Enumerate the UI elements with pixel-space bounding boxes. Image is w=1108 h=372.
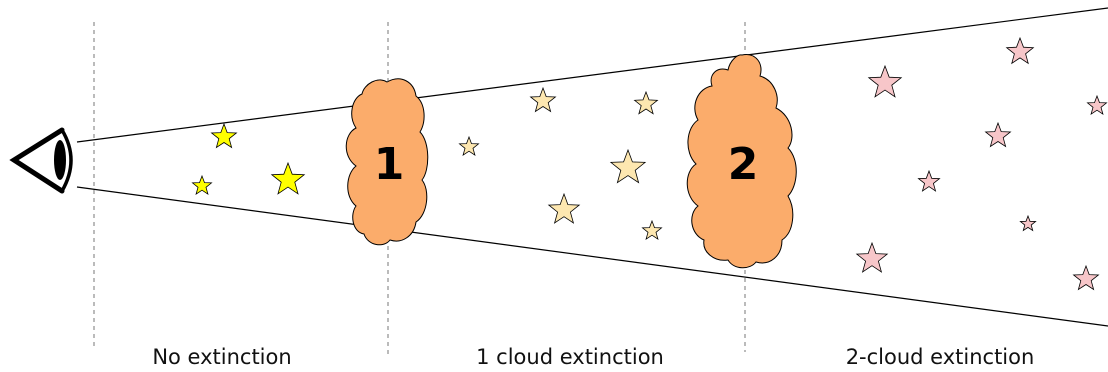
star-icon-unreddened-1 [210, 122, 238, 149]
cloud-2-shape [686, 54, 797, 269]
sightline-upper [76, 7, 1108, 143]
star-icon-two-cloud-16 [855, 241, 889, 273]
star-icon-two-cloud-17 [1072, 264, 1100, 291]
cloud-1-label: 1 [374, 139, 405, 190]
star-icon-unreddened-3 [270, 161, 306, 195]
star-icon-two-cloud-15 [1019, 214, 1037, 232]
eye-icon [9, 127, 73, 194]
star-icon-two-cloud-14 [917, 169, 941, 192]
star-icon-two-cloud-11 [1005, 36, 1035, 65]
star-icon-one-cloud-5 [458, 135, 480, 157]
star-icon-one-cloud-8 [547, 192, 581, 224]
cloud-1-shape [345, 78, 429, 246]
star-icon-one-cloud-9 [641, 219, 663, 241]
label-two-cloud-extinction: 2-cloud extinction [846, 345, 1035, 369]
star-icon-two-cloud-10 [867, 64, 903, 98]
star-icon-two-cloud-13 [1086, 94, 1108, 116]
star-icon-unreddened-2 [191, 174, 213, 196]
star-icon-two-cloud-12 [984, 121, 1012, 148]
star-icon-one-cloud-6 [633, 90, 659, 115]
sightline-lower [76, 186, 1108, 327]
cloud-2-label: 2 [728, 139, 759, 190]
cloud-1: 1 [345, 78, 429, 246]
label-no-extinction: No extinction [152, 345, 291, 369]
star-icon-one-cloud-7 [609, 148, 647, 184]
label-one-cloud-extinction: 1 cloud extinction [476, 345, 664, 369]
cloud-2: 2 [686, 54, 797, 269]
star-icon-one-cloud-4 [529, 86, 557, 113]
